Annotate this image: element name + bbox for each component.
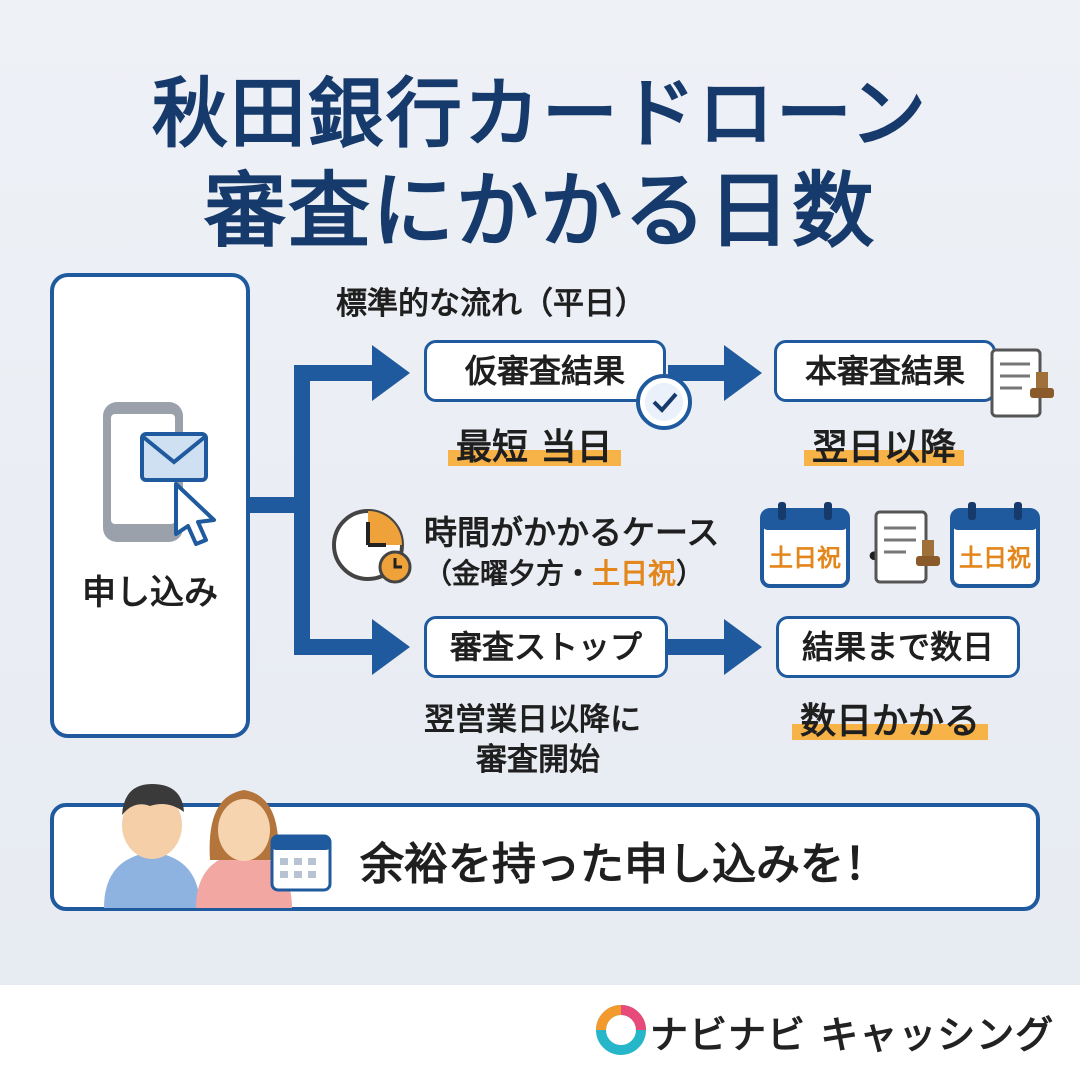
clock-icon xyxy=(636,374,692,430)
slow-case-note-prefix: （金曜夕方・ xyxy=(424,557,593,590)
slow-case-title: 時間がかかるケース xyxy=(424,513,720,552)
calendar-icon: 土日祝 xyxy=(950,502,1040,588)
people-icon xyxy=(104,784,332,908)
step-provisional-result: 仮審査結果 xyxy=(424,340,666,402)
mail-icon xyxy=(140,432,208,482)
calendar-icon: 土日祝 xyxy=(760,502,850,588)
title-line-1: 秋田銀行カードローン xyxy=(151,69,929,158)
flow-heading: 標準的な流れ（平日） xyxy=(336,286,646,322)
brand-name: ナビナビ キャッシング xyxy=(650,1013,1055,1057)
slow-case-note-holiday: 土日祝 xyxy=(592,557,677,590)
slow-case-note: （金曜夕方・土日祝） xyxy=(424,552,704,592)
slow-case-note-suffix: ） xyxy=(676,557,705,590)
document-stamp-icon xyxy=(874,510,940,584)
message-text: 余裕を持った申し込みを！ xyxy=(360,839,888,890)
step-review-stop: 審査ストップ xyxy=(424,616,668,678)
review-stop-note-2: 審査開始 xyxy=(476,742,600,778)
step-full-time: 翌日以降 xyxy=(804,418,965,470)
apply-label: 申し込み xyxy=(82,573,218,613)
stopwatch-icon xyxy=(332,509,412,584)
document-stamp-icon xyxy=(990,348,1054,418)
flow-arrows xyxy=(250,345,762,675)
calendar-label: 土日祝 xyxy=(959,544,1031,572)
step-days-time: 数日かかる xyxy=(792,692,989,744)
brand-logo-icon xyxy=(596,1005,646,1055)
cursor-icon xyxy=(174,482,216,546)
review-stop-note-1: 翌営業日以降に xyxy=(424,702,641,738)
step-days-until-result: 結果まで数日 xyxy=(776,616,1020,678)
title-line-2: 審査にかかる日数 xyxy=(203,164,876,259)
calendar-label: 土日祝 xyxy=(769,544,841,572)
step-provisional-time: 最短 当日 xyxy=(448,418,621,470)
